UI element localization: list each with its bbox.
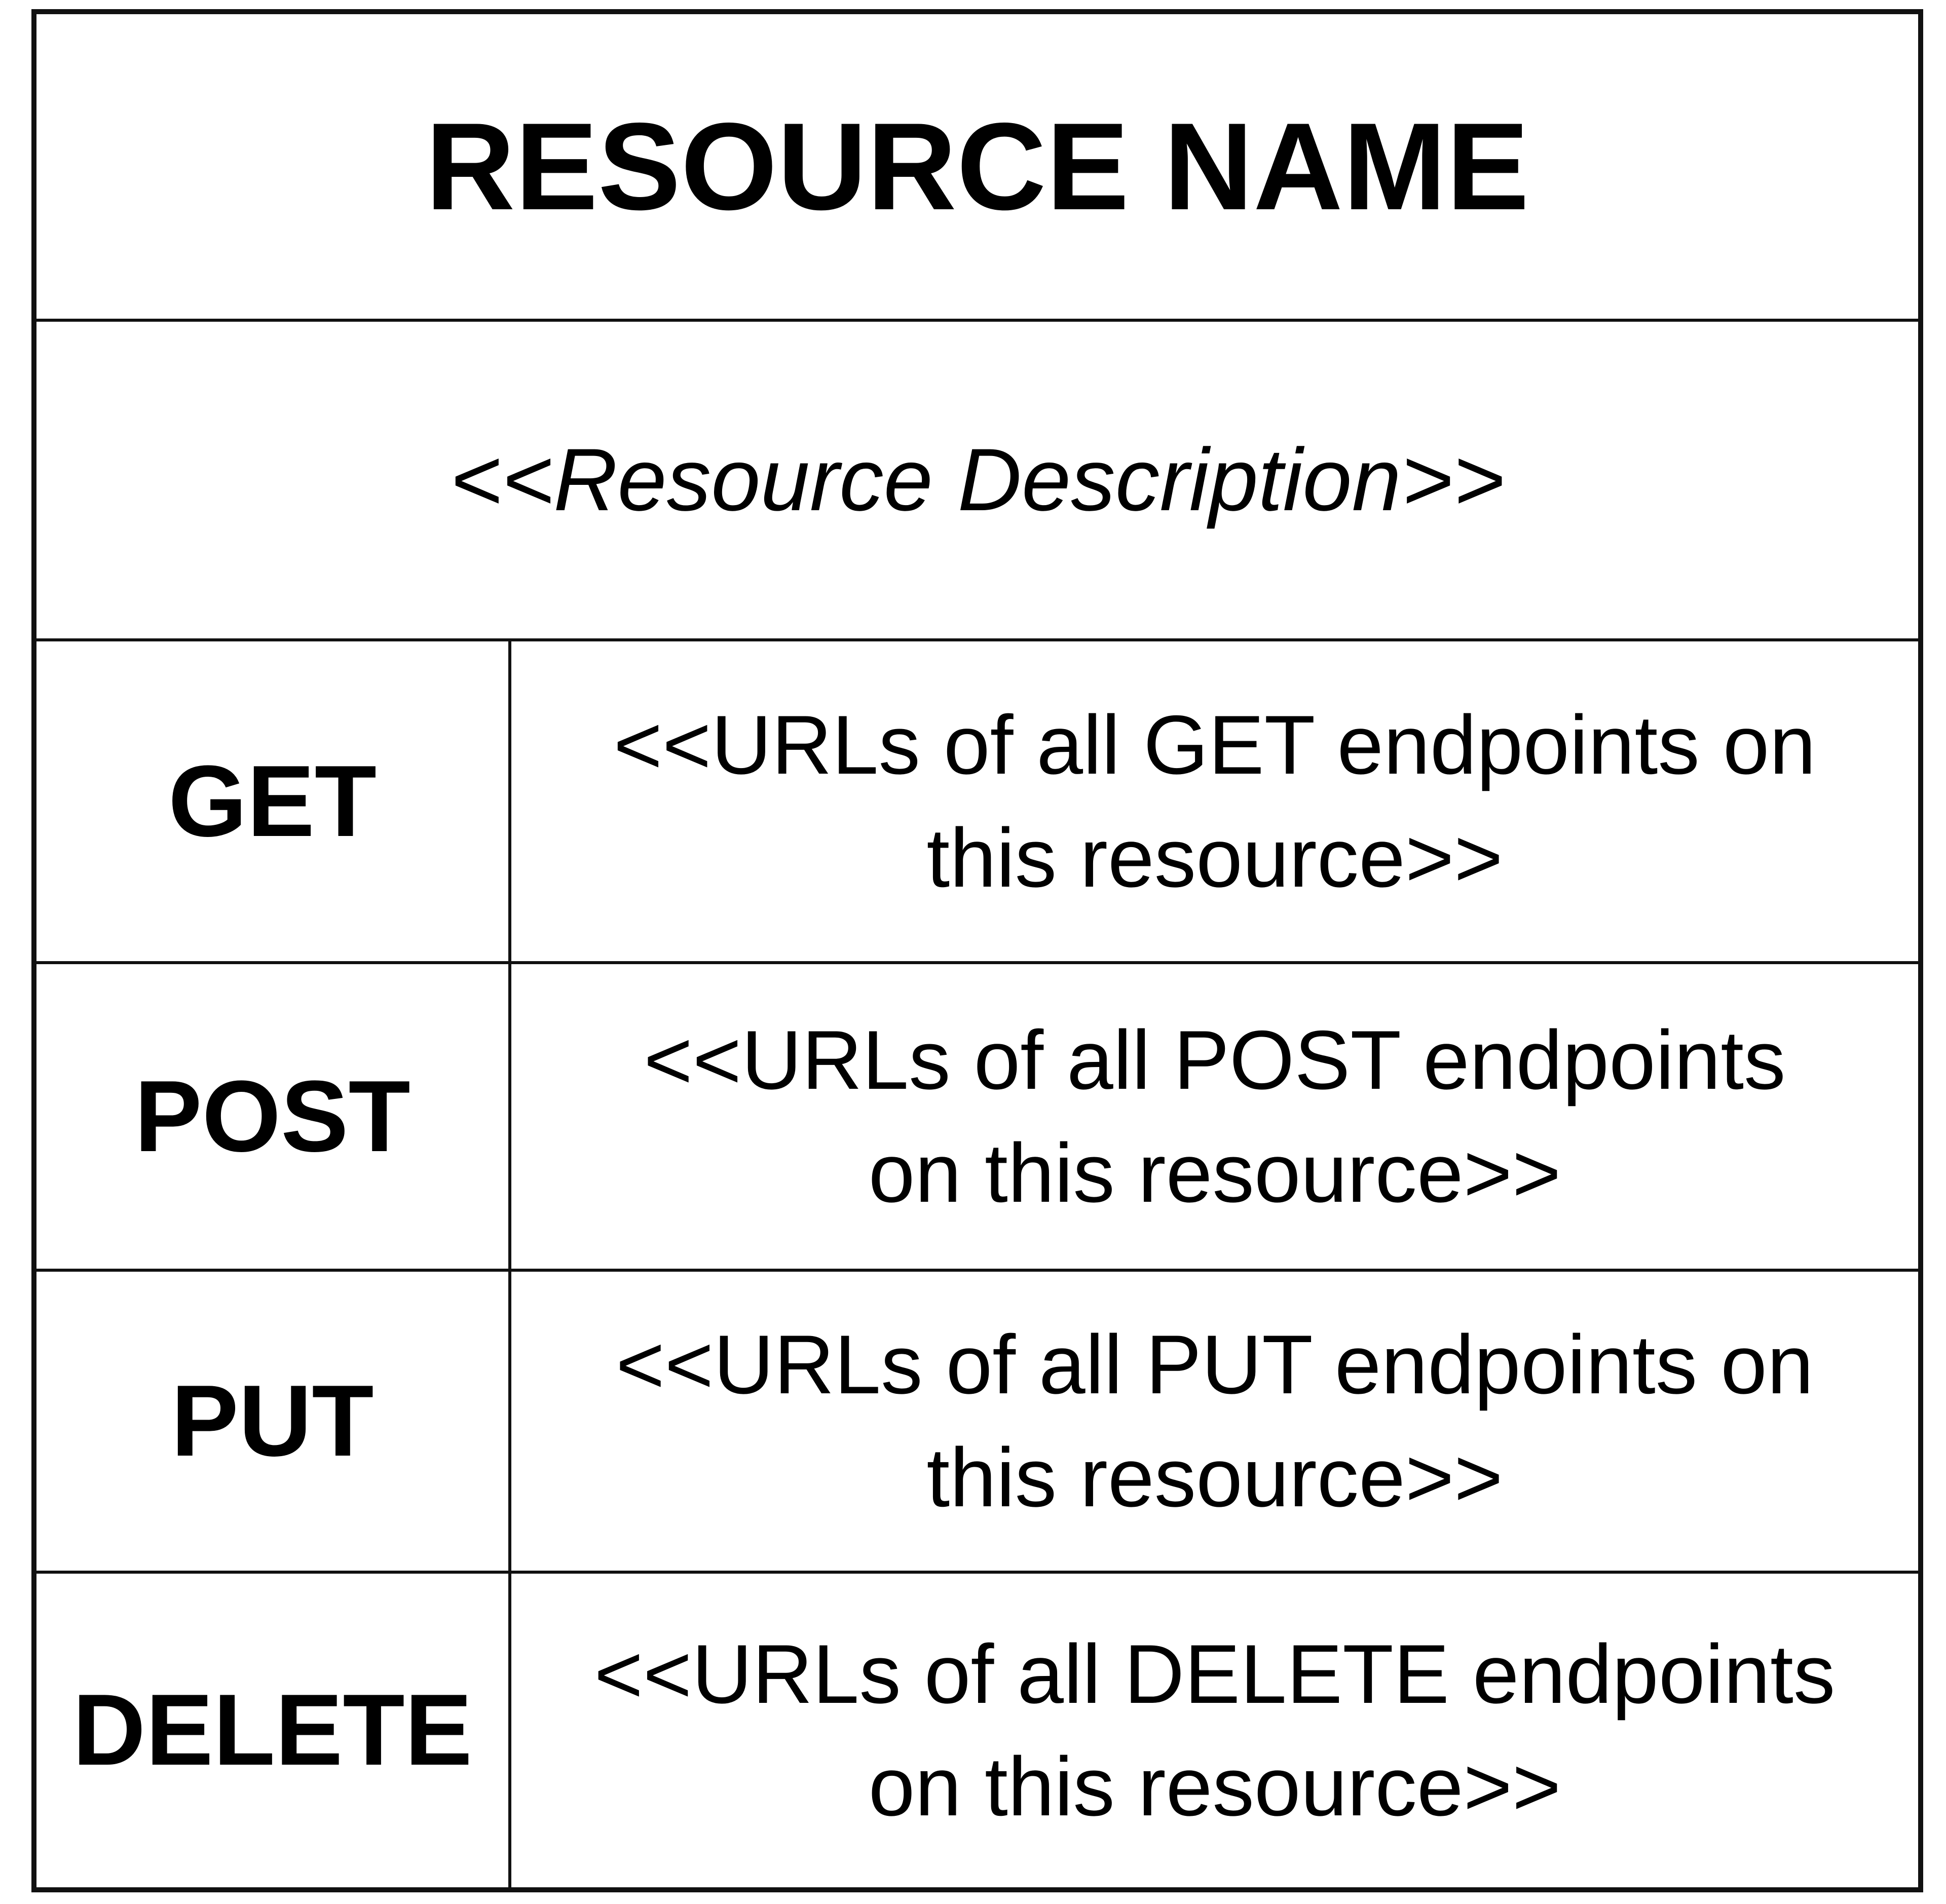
endpoints-cell-delete: <<URLs of all DELETE endpoints on this r… [511, 1574, 1918, 1887]
method-row-put: PUT <<URLs of all PUT endpoints on this … [36, 1269, 1918, 1571]
method-label-post: POST [36, 964, 511, 1269]
resource-table: RESOURCE NAME <<Resource Description>> G… [31, 9, 1923, 1892]
endpoints-cell-post: <<URLs of all POST endpoints on this res… [511, 964, 1918, 1269]
endpoints-cell-put: <<URLs of all PUT endpoints on this reso… [511, 1272, 1918, 1570]
endpoints-text-put: <<URLs of all PUT endpoints on this reso… [616, 1318, 1814, 1525]
resource-name-cell: RESOURCE NAME [36, 14, 1918, 319]
endpoints-text-delete: <<URLs of all DELETE endpoints on this r… [594, 1627, 1836, 1834]
endpoints-text-get: <<URLs of all GET endpoints on this reso… [613, 698, 1816, 904]
endpoints-cell-get: <<URLs of all GET endpoints on this reso… [511, 641, 1918, 961]
method-label-delete: DELETE [36, 1573, 511, 1887]
resource-name-title: RESOURCE NAME [425, 97, 1529, 236]
resource-description-row: <<Resource Description>> [36, 319, 1918, 638]
method-row-get: GET <<URLs of all GET endpoints on this … [36, 638, 1918, 962]
resource-description-cell: <<Resource Description>> [36, 322, 1918, 638]
method-row-post: POST <<URLs of all POST endpoints on thi… [36, 961, 1918, 1269]
resource-description-text: <<Resource Description>> [450, 431, 1505, 530]
resource-name-row: RESOURCE NAME [36, 14, 1918, 319]
method-row-delete: DELETE <<URLs of all DELETE endpoints on… [36, 1570, 1918, 1887]
endpoints-text-post: <<URLs of all POST endpoints on this res… [644, 1013, 1786, 1220]
method-label-get: GET [36, 641, 511, 962]
method-label-put: PUT [36, 1272, 511, 1571]
